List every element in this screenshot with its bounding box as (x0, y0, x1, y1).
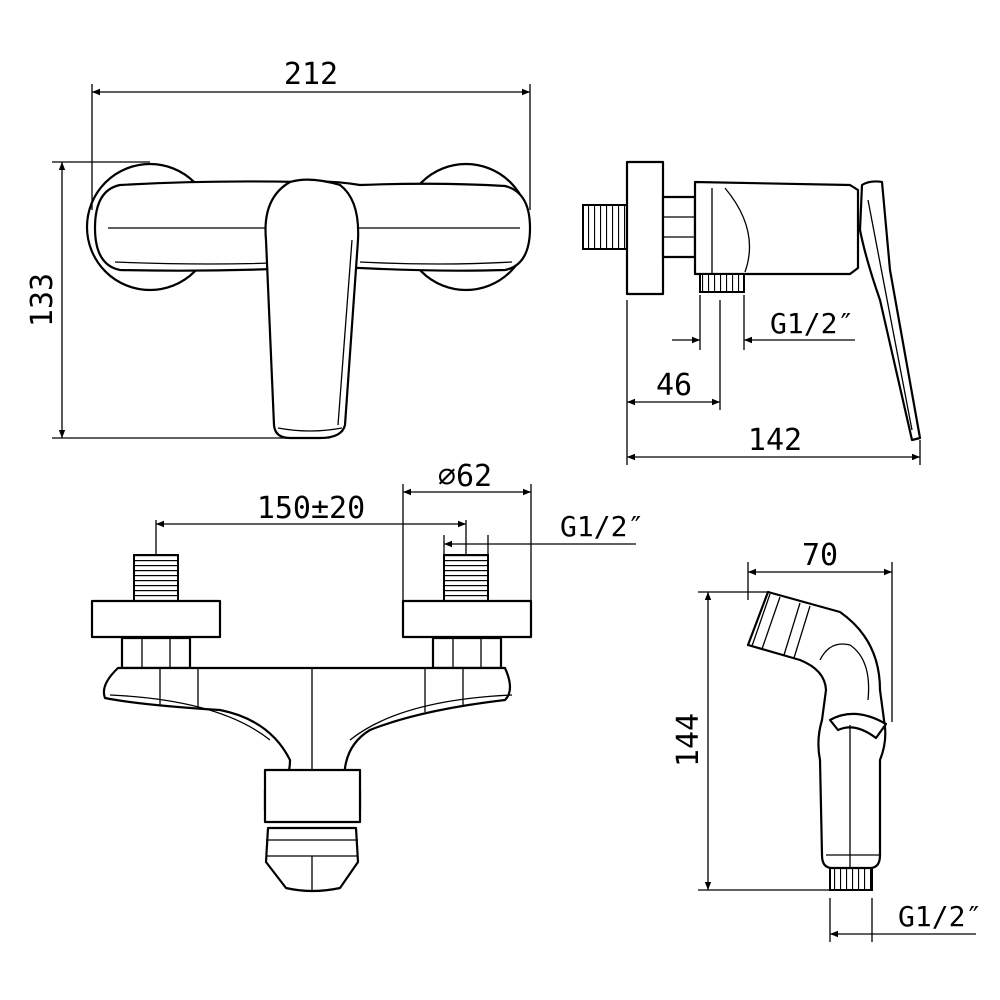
dimension-46-label: 46 (656, 368, 692, 403)
right-inlet-thread (443, 554, 489, 602)
dimension-spray-thread: G1/2″ (829, 898, 982, 942)
lever-handle (264, 178, 360, 440)
dimension-70-label: 70 (802, 538, 838, 573)
side-wall-plate (625, 160, 665, 296)
dimension-142: 142 (627, 423, 921, 465)
dimension-212: 212 (91, 57, 531, 210)
spray-view (746, 590, 888, 891)
side-lever (858, 180, 922, 442)
right-flange (401, 599, 533, 639)
dimension-side-thread: G1/2″ (672, 295, 855, 350)
dimension-150: 150±20 (155, 491, 467, 555)
dimension-inlet-thread: G1/2″ (443, 510, 644, 555)
dimension-46: 46 (626, 300, 721, 465)
dimension-side-thread-label: G1/2″ (770, 307, 854, 340)
dimension-142-label: 142 (748, 423, 802, 458)
side-bottom-thread (699, 273, 745, 293)
outlet-body (263, 768, 362, 824)
dimension-150-label: 150±20 (257, 491, 365, 526)
dimension-133: 133 (25, 161, 330, 439)
side-body (693, 180, 860, 276)
right-nut (431, 636, 503, 670)
dimension-62: ⌀62 (402, 459, 532, 601)
side-view (582, 160, 922, 442)
dimension-inlet-thread-label: G1/2″ (560, 510, 644, 543)
spray-handle (746, 590, 887, 870)
side-nut (661, 195, 697, 259)
left-nut (120, 636, 192, 670)
bottom-view (90, 554, 533, 893)
dimension-70: 70 (747, 538, 893, 722)
dimension-spray-thread-label: G1/2″ (898, 900, 982, 933)
dimension-144: 144 (671, 591, 830, 891)
spray-hook (828, 712, 888, 740)
dimension-133-label: 133 (25, 273, 60, 327)
left-inlet-thread (133, 554, 179, 602)
dimension-62-label: ⌀62 (438, 459, 492, 494)
spray-thread (829, 867, 873, 891)
dimension-144-label: 144 (671, 713, 706, 767)
front-view (85, 162, 532, 440)
dimension-212-label: 212 (284, 57, 338, 92)
left-flange (90, 599, 222, 639)
side-threaded-stub (582, 204, 628, 250)
